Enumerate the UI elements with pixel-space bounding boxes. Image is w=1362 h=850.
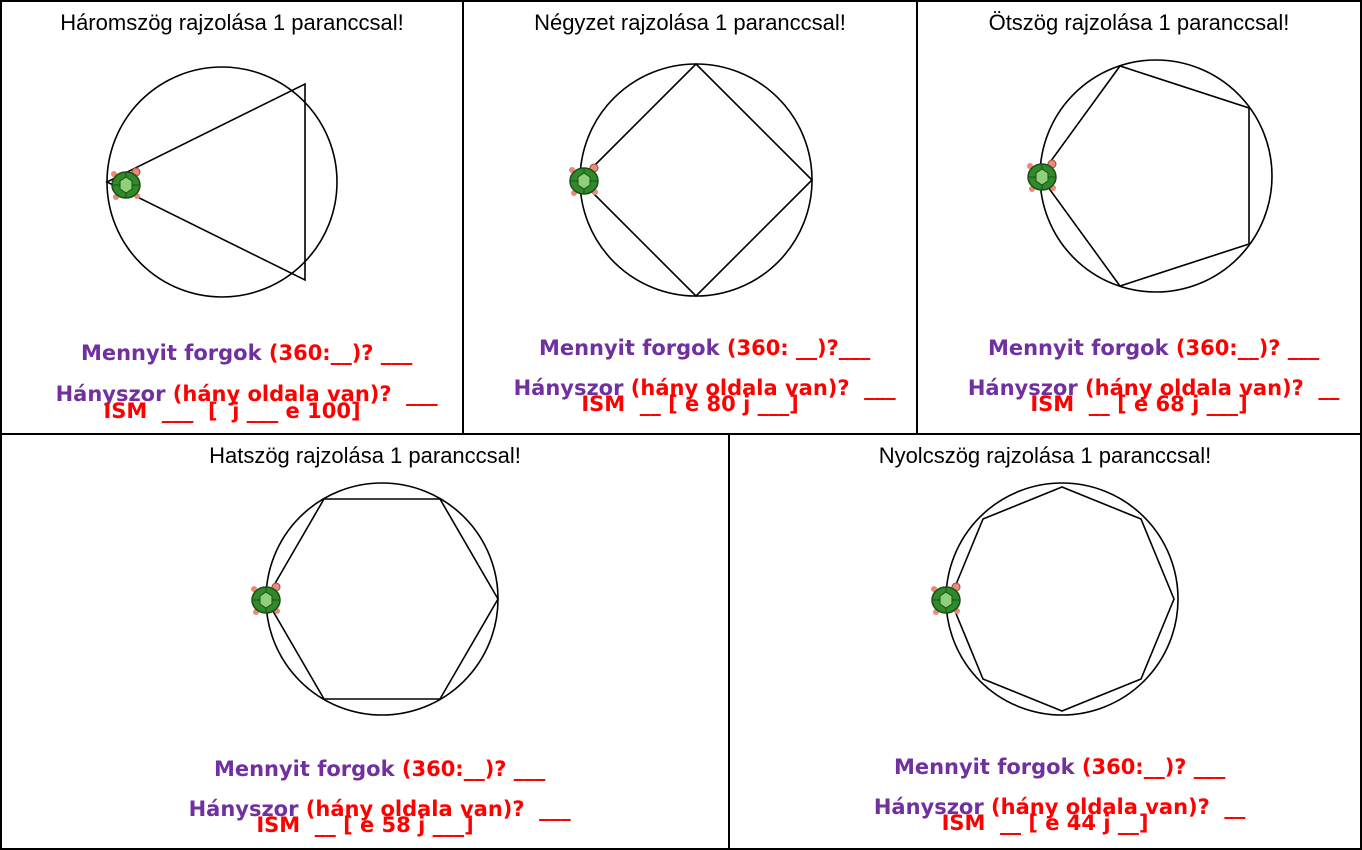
command-line: ISM __ [ e 44 j __]: [941, 811, 1149, 835]
turtle-icon: [106, 164, 146, 209]
question-turn: Mennyit forgok (360:__)? ___: [730, 731, 1360, 803]
question-repeat-label: Hányszor: [513, 376, 631, 400]
cell-square: Négyzet rajzolása 1 paranccsal! Mennyit …: [462, 0, 918, 435]
question-turn-label: Mennyit forgok: [538, 336, 727, 360]
question-turn-blank: (360:__)? ___: [401, 757, 546, 781]
cell-octagon: Nyolcszög rajzolása 1 paranccsal! Mennyi…: [728, 433, 1362, 850]
hexagon-figure: [265, 482, 499, 716]
turtle-icon: [564, 160, 604, 205]
pentagon-polygon: [1039, 65, 1250, 287]
question-turn-label: Mennyit forgok: [213, 757, 402, 781]
cell-title: Háromszög rajzolása 1 paranccsal!: [60, 10, 404, 35]
question-turn: Mennyit forgok (360:__)? ___: [918, 312, 1360, 384]
question-repeat-label: Hányszor: [55, 382, 173, 406]
question-repeat-blank: (hány oldala van)? __: [991, 795, 1246, 819]
question-repeat: Hányszor (hány oldala van)? __: [918, 352, 1360, 424]
question-repeat-label: Hányszor: [188, 797, 306, 821]
hexagon-polygon: [265, 498, 499, 700]
cell-triangle: Háromszög rajzolása 1 paranccsal! Mennyi…: [0, 0, 464, 435]
circumscribed-circle: [579, 63, 813, 297]
cell-title: Ötszög rajzolása 1 paranccsal!: [988, 10, 1290, 35]
question-repeat-blank: (hány oldala van)? ___: [172, 382, 438, 406]
cell-title: Hatszög rajzolása 1 paranccsal!: [209, 443, 521, 468]
cell-title: Nyolcszög rajzolása 1 paranccsal!: [878, 443, 1212, 468]
question-repeat-blank: (hány oldala van)? __: [1085, 376, 1340, 400]
question-repeat-blank: (hány oldala van)? ___: [305, 797, 571, 821]
octagon-figure: [945, 482, 1179, 716]
question-turn: Mennyit forgok (360: __)?___: [464, 312, 916, 384]
question-repeat-label: Hányszor: [967, 376, 1086, 400]
question-turn: Mennyit forgok (360:__)? ___: [2, 317, 462, 389]
turtle-icon: [1022, 156, 1062, 201]
turtle-icon: [926, 579, 966, 624]
question-repeat-blank: (hány oldala van)? ___: [630, 376, 896, 400]
triangle-polygon: [105, 82, 306, 282]
command-line: ISM __ [ e 58 j ___]: [256, 813, 474, 837]
question-repeat: Hányszor (hány oldala van)? ___: [2, 773, 728, 845]
command-line: ISM __ [ e 80 j ___]: [581, 392, 799, 416]
question-turn-blank: (360: __)?___: [726, 336, 871, 360]
question-turn-label: Mennyit forgok: [987, 336, 1176, 360]
pentagon-figure: [1039, 59, 1273, 293]
question-turn-label: Mennyit forgok: [893, 755, 1082, 779]
question-repeat: Hányszor (hány oldala van)? __: [730, 771, 1360, 843]
octagon-polygon: [949, 486, 1175, 712]
question-repeat-label: Hányszor: [873, 795, 992, 819]
question-turn-blank: (360:__)? ___: [1175, 336, 1320, 360]
circumscribed-circle: [265, 482, 499, 716]
question-turn: Mennyit forgok (360:__)? ___: [2, 733, 728, 805]
question-repeat: Hányszor (hány oldala van)? ___: [2, 358, 462, 430]
circumscribed-circle: [1039, 59, 1273, 293]
question-turn-label: Mennyit forgok: [80, 341, 269, 365]
cell-title: Négyzet rajzolása 1 paranccsal!: [534, 10, 846, 35]
question-repeat: Hányszor (hány oldala van)? ___: [464, 352, 916, 424]
turtle-icon: [246, 579, 286, 624]
command-line: ISM ___ [ j ___ e 100]: [103, 399, 361, 423]
question-turn-blank: (360:__)? ___: [268, 341, 413, 365]
square-figure: [578, 62, 814, 298]
question-turn-blank: (360:__)? ___: [1081, 755, 1226, 779]
command-line: ISM __ [ e 68 j ___]: [1030, 392, 1248, 416]
cell-hexagon: Hatszög rajzolása 1 paranccsal! Mennyit …: [0, 433, 730, 850]
triangle-figure: [105, 66, 338, 298]
circumscribed-circle: [945, 482, 1179, 716]
cell-pentagon: Ötszög rajzolása 1 paranccsal! Mennyit f…: [916, 0, 1362, 435]
square-polygon: [578, 62, 814, 298]
